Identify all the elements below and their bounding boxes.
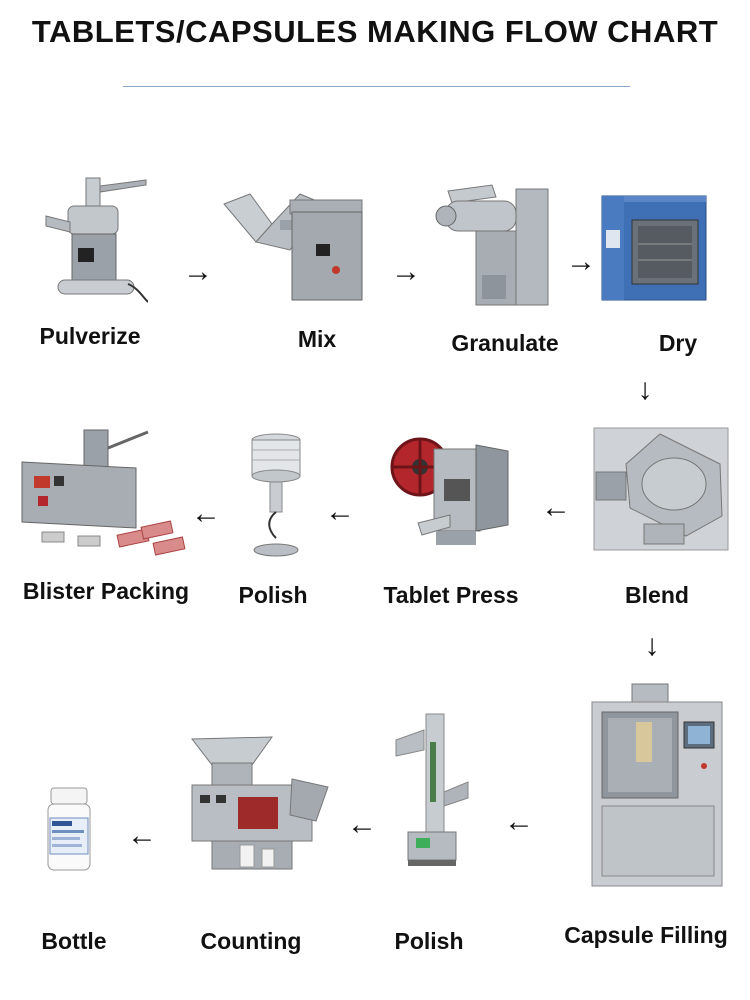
drying-oven-icon (598, 190, 710, 306)
step-label-counting: Counting (200, 928, 302, 954)
arrow-left-icon: ← (504, 805, 534, 838)
step-label-polish: Polish (394, 928, 464, 954)
arrow-down-icon: ↓ (637, 373, 653, 406)
step-label-mix: Mix (297, 326, 337, 352)
step-label-polish: Polish (238, 582, 308, 608)
step-label-blister-packing: Blister Packing (22, 578, 190, 604)
step-label-pulverize: Pulverize (39, 323, 141, 349)
arrow-left-icon: ← (191, 497, 221, 530)
capsule-polisher-icon (394, 712, 470, 868)
arrow-down-icon: ↓ (644, 629, 660, 662)
v-mixer-icon (220, 190, 370, 305)
step-label-bottle: Bottle (41, 928, 107, 954)
capsule-filler-icon (588, 682, 728, 888)
step-label-blend: Blend (625, 582, 689, 608)
step-label-granulate: Granulate (451, 330, 559, 356)
counting-machine-icon (186, 735, 331, 875)
arrow-left-icon: ← (127, 819, 157, 852)
arrow-right-icon: → (183, 255, 213, 288)
tablet-press-icon (390, 423, 515, 553)
blister-machine-icon (18, 428, 188, 558)
arrow-left-icon: ← (325, 495, 355, 528)
step-label-tablet-press: Tablet Press (383, 582, 519, 608)
bottle-icon (42, 786, 96, 874)
blender-icon (590, 424, 732, 554)
arrow-right-icon: → (391, 255, 421, 288)
arrow-left-icon: ← (347, 808, 377, 841)
granulator-icon (432, 183, 552, 313)
step-label-capsule-filling: Capsule Filling (564, 922, 728, 948)
tablet-polisher-icon (246, 430, 306, 560)
title-divider (123, 86, 630, 87)
page-title: TABLETS/CAPSULES MAKING FLOW CHART (31, 14, 719, 49)
pulverizer-icon (38, 176, 148, 306)
arrow-right-icon: → (566, 245, 596, 278)
arrow-left-icon: ← (541, 491, 571, 524)
step-label-dry: Dry (658, 330, 698, 356)
